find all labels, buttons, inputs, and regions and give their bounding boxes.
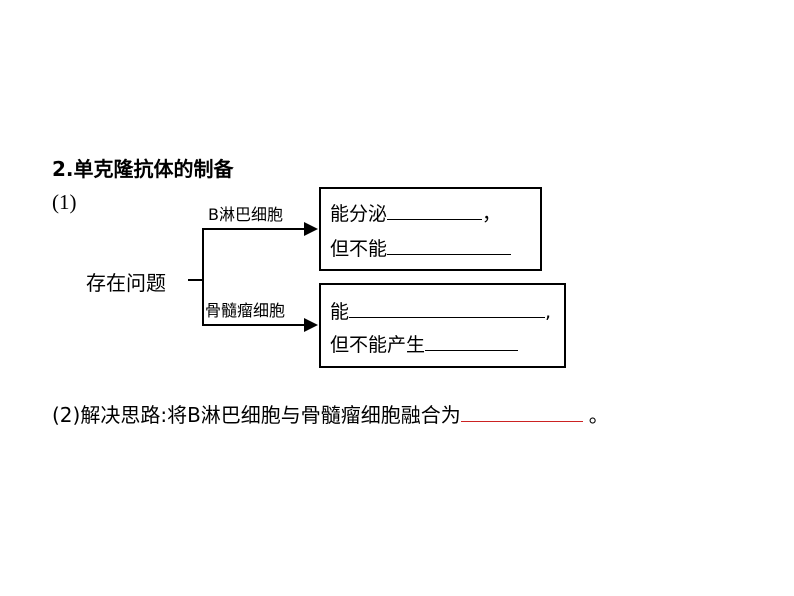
m-line2-prefix: 但不能产生	[330, 334, 426, 356]
answer-blank[interactable]	[460, 403, 583, 422]
arrow-head-icon	[304, 222, 318, 236]
section-title: 2.单克隆抗体的制备	[52, 157, 234, 181]
b-cell-box: 能分泌 ， 但不能	[319, 187, 542, 271]
part2-text: (2)解决思路:将B淋巴细胞与骨髓瘤细胞融合为	[52, 403, 461, 427]
part1-label: (1)	[52, 190, 77, 214]
branch-line	[202, 228, 204, 326]
blank-3[interactable]	[349, 299, 546, 318]
arrow-top	[202, 228, 308, 230]
period: 。	[588, 403, 609, 427]
m-line1-prefix: 能	[330, 301, 350, 323]
arrow-bottom	[202, 324, 308, 326]
root-connector	[188, 279, 203, 281]
comma: ，	[482, 203, 502, 225]
b-cell-label: B淋巴细胞	[208, 205, 283, 224]
root-label: 存在问题	[86, 271, 166, 295]
blank-2[interactable]	[387, 236, 512, 255]
b-line2-prefix: 但不能	[330, 238, 388, 260]
blank-1[interactable]	[387, 201, 483, 220]
b-line1-prefix: 能分泌	[330, 203, 388, 225]
comma: ,	[545, 301, 552, 323]
myeloma-box: 能, 但不能产生	[319, 283, 566, 368]
myeloma-label: 骨髓瘤细胞	[205, 301, 286, 320]
arrow-head-icon	[304, 318, 318, 332]
blank-4[interactable]	[425, 332, 519, 351]
